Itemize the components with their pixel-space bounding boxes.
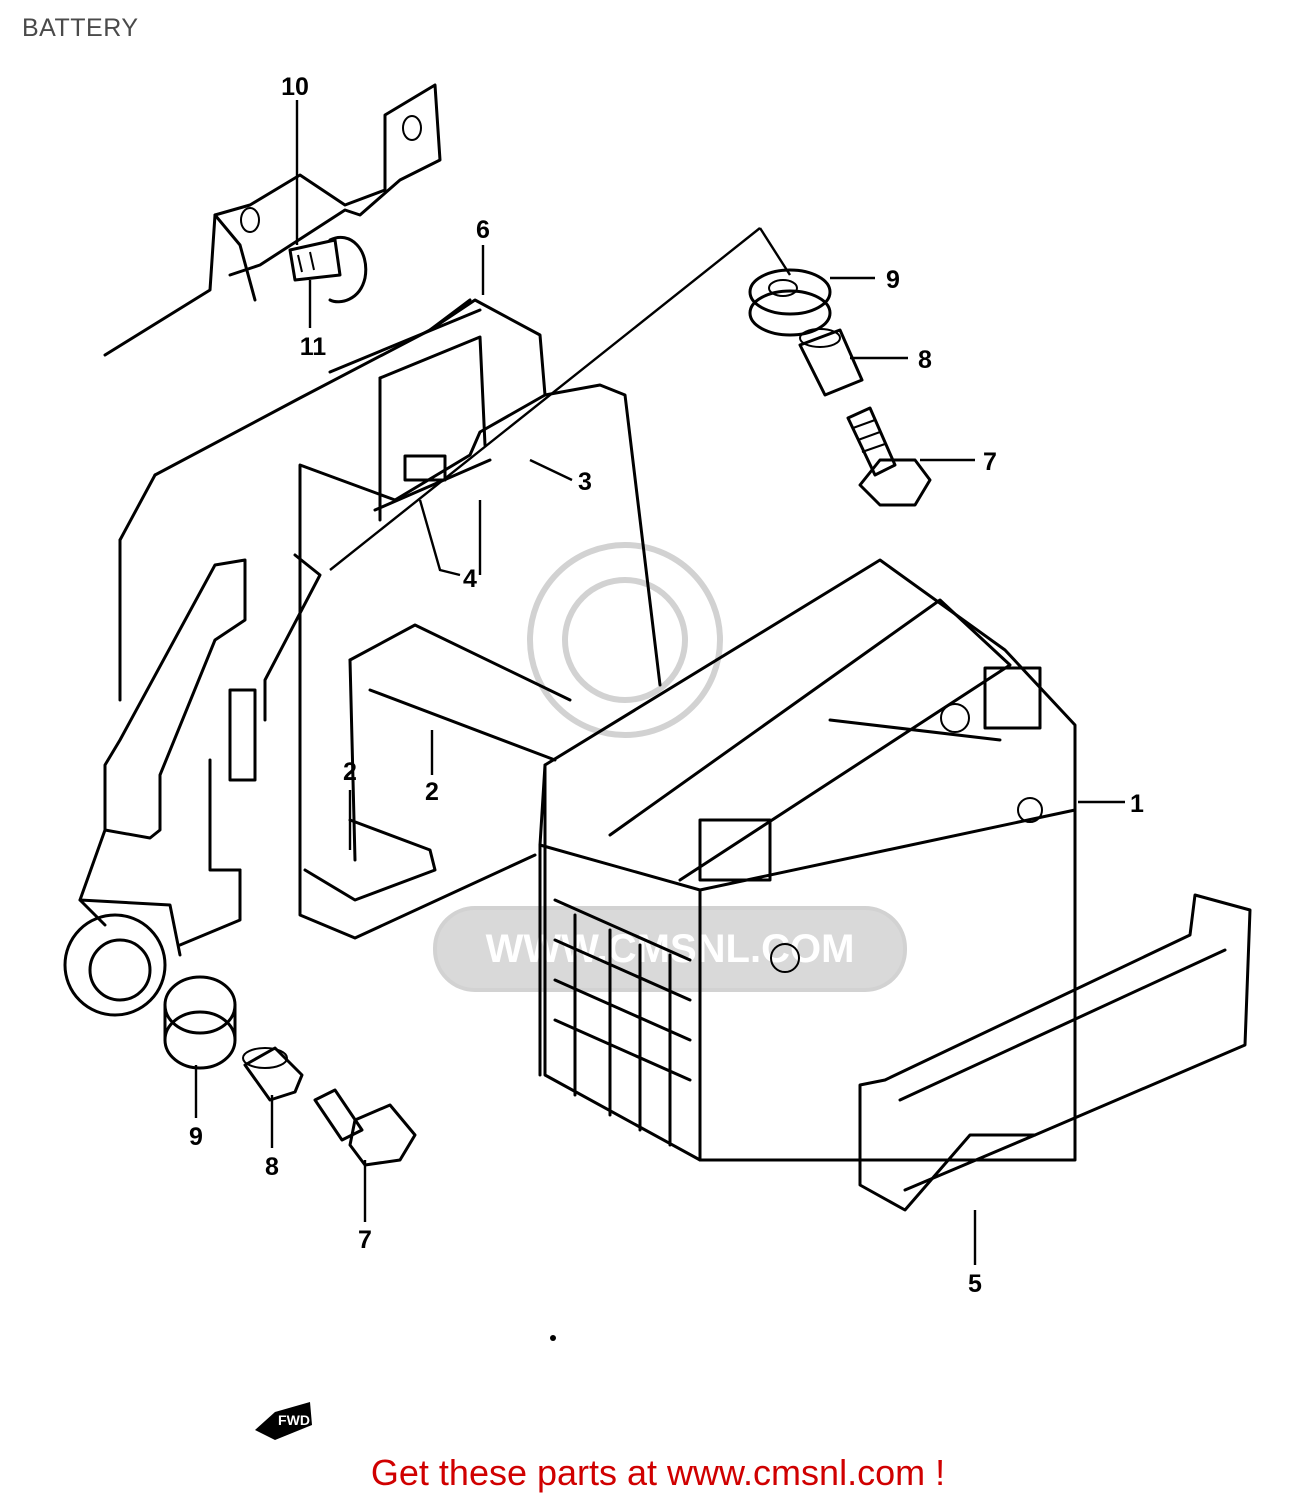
- callout-11: 11: [300, 333, 327, 361]
- callouts: 10 11 6 9 8 7 3 4 2 2 1 5 9 8 7: [189, 73, 1144, 1298]
- callout-3: 3: [578, 468, 592, 496]
- callout-6: 6: [476, 216, 490, 244]
- callout-9-lower: 9: [189, 1123, 203, 1151]
- battery-strap: [858, 893, 1252, 1212]
- side-bracket: [63, 553, 322, 1017]
- callout-2-right: 2: [425, 778, 439, 806]
- parts-diagram: WWW.CMSNL.COM: [63, 73, 1252, 1440]
- callout-5: 5: [968, 1270, 982, 1298]
- callout-7-lower: 7: [358, 1226, 372, 1254]
- callout-1: 1: [1130, 790, 1144, 818]
- fwd-arrow-icon: FWD: [255, 1402, 312, 1440]
- callout-2-left: 2: [343, 758, 357, 786]
- footer-link[interactable]: Get these parts at www.cmsnl.com !: [370, 1452, 946, 1493]
- battery-tray: [118, 298, 662, 947]
- callout-8-upper: 8: [918, 346, 932, 374]
- grommet-9-upper: [748, 268, 832, 337]
- leader-lines: [194, 100, 1125, 1265]
- watermark: WWW.CMSNL.COM: [433, 542, 907, 992]
- callout-8-lower: 8: [265, 1153, 279, 1181]
- bolt-7-upper: [846, 406, 932, 507]
- bracket-10: [103, 83, 442, 357]
- callout-10: 10: [281, 73, 309, 101]
- page-title: BATTERY: [22, 14, 139, 42]
- grommet-9-lower: [163, 975, 237, 1070]
- collar-8-upper: [798, 328, 864, 397]
- callout-9-upper: 9: [886, 266, 900, 294]
- collar-8-lower: [242, 1046, 304, 1102]
- battery: [538, 558, 1077, 1162]
- bolt-11: [288, 236, 368, 304]
- fwd-text: FWD: [278, 1412, 310, 1428]
- bolt-7-lower: [313, 1088, 417, 1167]
- stray-dot: [550, 1335, 556, 1341]
- callout-7-upper: 7: [983, 448, 997, 476]
- callout-4: 4: [463, 565, 477, 593]
